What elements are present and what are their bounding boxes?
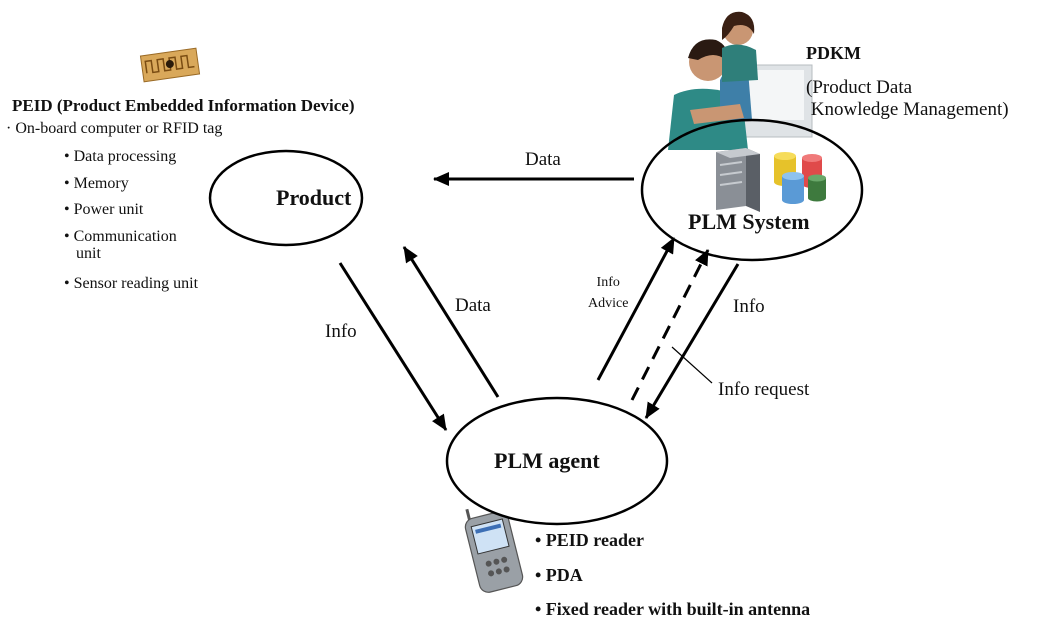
arrow-info-request bbox=[630, 249, 710, 401]
arrow-agent-to-system bbox=[596, 237, 676, 381]
edge-label-agent-to-system: Info Advice bbox=[588, 275, 629, 311]
pdkm-title: PDKM bbox=[806, 43, 861, 63]
plm-agent-node bbox=[445, 396, 669, 526]
peid-feature: • Communication unit bbox=[64, 228, 177, 262]
plm-system-label: PLM System bbox=[688, 209, 810, 234]
peid-feature: • Sensor reading unit bbox=[64, 275, 199, 292]
product-node bbox=[208, 149, 364, 247]
peid-subtitle: · On-board computer or RFID tag bbox=[6, 120, 223, 137]
peid-title: PEID (Product Embedded Information Devic… bbox=[12, 96, 355, 115]
rfid-tag-icon bbox=[139, 47, 201, 83]
info-request-pointer bbox=[671, 346, 713, 384]
people-at-computer-icon bbox=[668, 11, 813, 150]
arrow-system-to-agent bbox=[644, 263, 740, 419]
peid-feature: • Data processing bbox=[64, 148, 177, 165]
plm-system-node bbox=[640, 118, 864, 262]
server-database-icon bbox=[716, 148, 826, 212]
peid-feature: • Memory bbox=[64, 175, 129, 192]
edge-label-agent-to-product: Data bbox=[455, 295, 491, 316]
product-label: Product bbox=[276, 185, 352, 210]
arrow-agent-to-product bbox=[402, 246, 500, 398]
reader-item: • PEID reader bbox=[535, 530, 644, 550]
edge-label-product-to-agent: Info bbox=[325, 321, 357, 342]
edge-label-system-to-agent: Info bbox=[733, 296, 765, 317]
reader-item: • PDA bbox=[535, 565, 583, 585]
arrow-product-to-agent bbox=[338, 262, 448, 431]
edge-label-system-to-product: Data bbox=[525, 149, 561, 170]
reader-item: • Fixed reader with built-in antenna bbox=[535, 599, 811, 619]
pdkm-subtitle: (Product Data Knowledge Management) bbox=[806, 77, 1009, 121]
edge-label-info-request: Info request bbox=[718, 379, 810, 400]
peid-feature: • Power unit bbox=[64, 201, 144, 218]
plm-agent-label: PLM agent bbox=[494, 448, 600, 473]
pda-icon bbox=[464, 508, 524, 593]
